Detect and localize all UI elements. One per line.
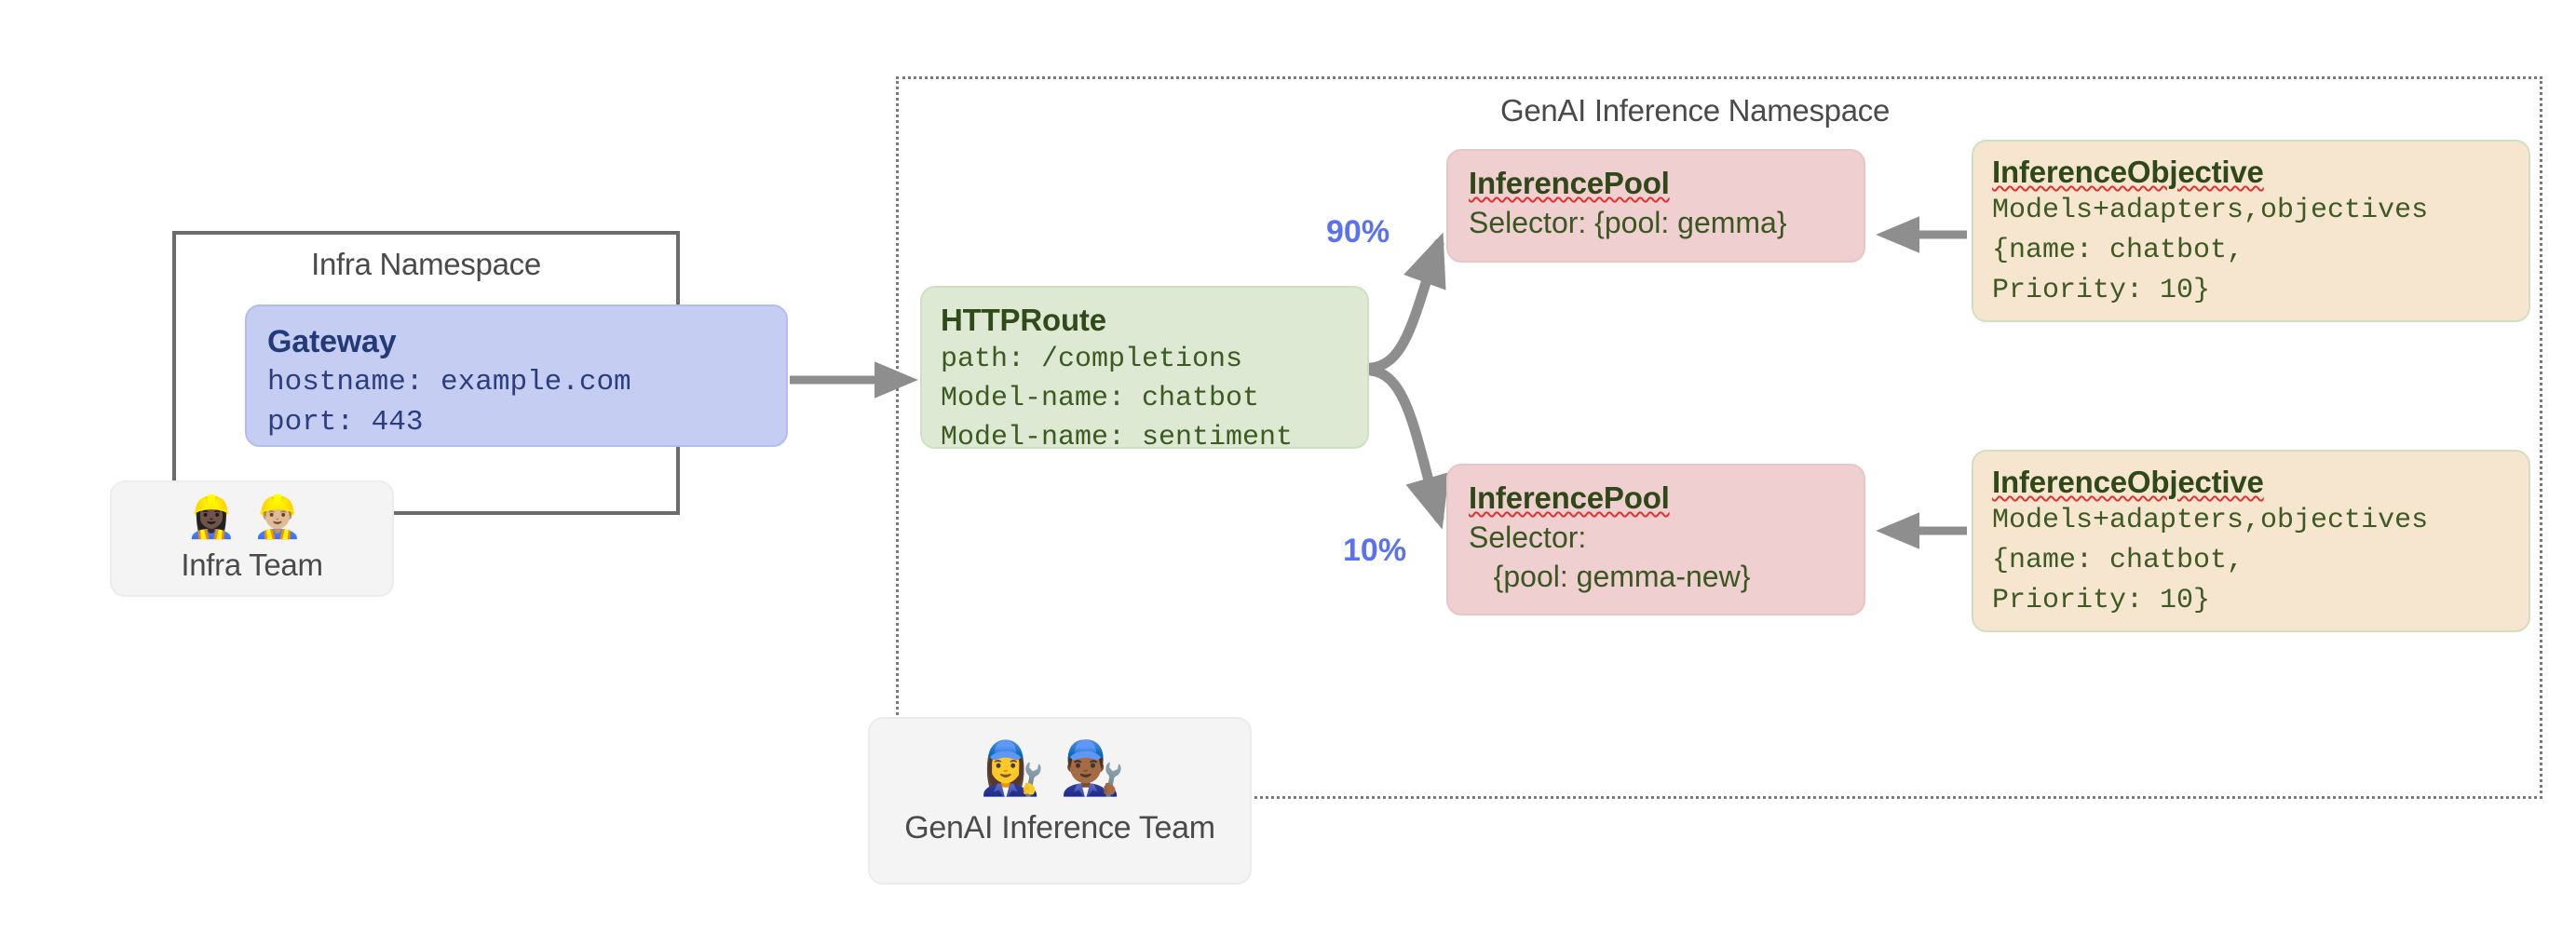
genai-namespace-container	[896, 76, 2542, 799]
inference-pool-title: InferencePool	[1469, 166, 1670, 200]
inference-objective-body: Models+adapters,objectives {name: chatbo…	[1992, 505, 2429, 616]
genai-team-label: GenAI Inference Team	[904, 810, 1215, 845]
inference-objective-body: Models+adapters,objectives {name: chatbo…	[1992, 195, 2429, 306]
genai-team-avatars: 👩‍🔧👨🏾‍🔧	[980, 738, 1140, 799]
httproute-card[interactable]: HTTPRoute path: /completions Model-name:…	[920, 286, 1369, 453]
inference-pool-body: Selector: {pool: gemma-new}	[1469, 521, 1751, 593]
genai-namespace-label: GenAI Inference Namespace	[1499, 93, 1891, 128]
infra-team-avatars: 👷🏿‍♀️👷🏼‍♂️	[185, 494, 319, 541]
gateway-title: Gateway	[267, 324, 397, 359]
inference-objective-card-bottom[interactable]: InferenceObjective Models+adapters,objec…	[1972, 450, 2530, 632]
inference-objective-title: InferenceObjective	[1992, 465, 2264, 499]
inference-pool-title: InferencePool	[1469, 480, 1670, 515]
inference-objective-card-top[interactable]: InferenceObjective Models+adapters,objec…	[1972, 140, 2530, 322]
genai-team-badge[interactable]: 👩‍🔧👨🏾‍🔧 GenAI Inference Team	[868, 717, 1252, 885]
infra-team-label: Infra Team	[181, 548, 323, 582]
gateway-card[interactable]: Gateway hostname: example.com port: 443	[245, 304, 788, 447]
inference-pool-body: Selector: {pool: gemma}	[1469, 206, 1787, 239]
inference-pool-card-gemma[interactable]: InferencePool Selector: {pool: gemma}	[1446, 149, 1865, 263]
gateway-body: hostname: example.com port: 443	[267, 366, 631, 439]
httproute-body: path: /completions Model-name: chatbot M…	[941, 344, 1294, 453]
traffic-weight-label-90: 90%	[1326, 214, 1390, 250]
httproute-title: HTTPRoute	[941, 303, 1106, 337]
infra-namespace-label: Infra Namespace	[311, 247, 541, 281]
inference-pool-card-gemma-new[interactable]: InferencePool Selector: {pool: gemma-new…	[1446, 464, 1865, 615]
inference-objective-title: InferenceObjective	[1992, 155, 2264, 189]
traffic-weight-label-10: 10%	[1343, 533, 1407, 568]
infra-team-badge[interactable]: 👷🏿‍♀️👷🏼‍♂️ Infra Team	[110, 480, 394, 597]
